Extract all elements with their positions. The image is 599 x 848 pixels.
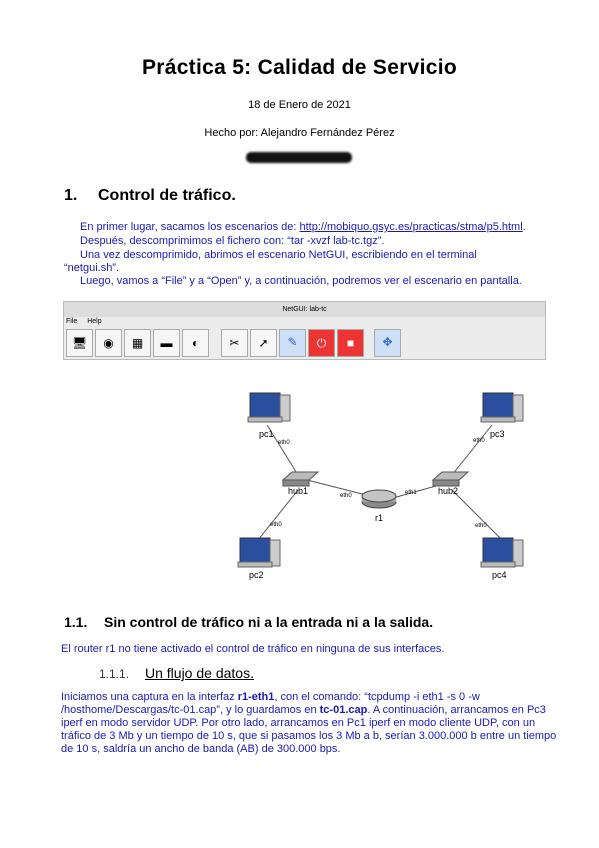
power-button[interactable]: ⏻ bbox=[308, 329, 335, 357]
paragraph-5-line-1: Iniciamos una captura en la interfaz r1-… bbox=[61, 691, 480, 705]
paragraph-2: Después, descomprimimos el fichero con: … bbox=[80, 235, 385, 247]
pc1-node[interactable]: pc1 bbox=[247, 392, 291, 439]
move-icon: ✥ bbox=[382, 335, 393, 350]
document-date: 18 de Enero de 2021 bbox=[248, 99, 351, 111]
line-2-text-end: . A continuación, arrancamos en Pc3 bbox=[367, 704, 546, 716]
r1-eth1-label: eth1 bbox=[405, 490, 417, 496]
menu-bar: File Help bbox=[66, 318, 110, 325]
menu-file[interactable]: File bbox=[66, 318, 78, 325]
terminal-tool-button[interactable]: 🖥 bbox=[66, 329, 93, 357]
pc3-eth0-label: eth0 bbox=[473, 438, 485, 444]
hub1-node[interactable]: hub1 bbox=[281, 471, 320, 496]
practice-link[interactable]: http://mobiquo.gsyc.es/practicas/stma/p5… bbox=[299, 221, 523, 233]
hub2-label: hub2 bbox=[438, 486, 458, 496]
router-r1-node[interactable]: r1 bbox=[361, 489, 397, 523]
pointer-tool-button[interactable]: ➚ bbox=[250, 329, 277, 357]
toolbar: 🖥 ◉ ▦ ▬ ◐ ✂ ➚ ✎ ⏻ ■ ✥ bbox=[66, 329, 401, 357]
line-2-text: /hosthome/Descargas/tc-01.cap”, y lo gua… bbox=[61, 704, 320, 716]
section-11-heading: Sin control de tráfico ni a la entrada n… bbox=[104, 614, 434, 630]
line-1-text: Iniciamos una captura en la interfaz bbox=[61, 691, 238, 703]
paragraph-1-text: En primer lugar, sacamos los escenarios … bbox=[80, 221, 300, 233]
switch-icon: ▦ bbox=[131, 336, 144, 350]
paragraph-4: Luego, vamos a “File” y a “Open” y, a co… bbox=[80, 275, 522, 287]
hub2-node[interactable]: hub2 bbox=[431, 471, 470, 496]
hub1-label: hub1 bbox=[288, 486, 308, 496]
paragraph-5-line-2: /hosthome/Descargas/tc-01.cap”, y lo gua… bbox=[61, 704, 546, 718]
menu-help[interactable]: Help bbox=[87, 318, 102, 325]
switch-tool-button[interactable]: ▦ bbox=[124, 329, 151, 357]
hub-tool-button[interactable]: ▬ bbox=[153, 329, 180, 357]
paragraph-1: En primer lugar, sacamos los escenarios … bbox=[80, 221, 526, 235]
capture-file-name: tc-01.cap bbox=[319, 704, 368, 716]
paragraph-5-line-5: de 10 s, saldría un ancho de banda (AB) … bbox=[61, 743, 341, 755]
edit-icon: ✎ bbox=[287, 335, 298, 350]
pc4-label: pc4 bbox=[492, 570, 507, 580]
router-tool-button[interactable]: ◉ bbox=[95, 329, 122, 357]
router-icon: ◉ bbox=[103, 336, 114, 350]
pc4-eth0-label: eth0 bbox=[475, 523, 487, 529]
cut-tool-button[interactable]: ✂ bbox=[221, 329, 248, 357]
monitor-icon: 🖥 bbox=[71, 336, 88, 350]
interface-name: r1-eth1 bbox=[237, 691, 275, 703]
section-1-heading: Control de tráfico. bbox=[98, 187, 236, 204]
r1-label: r1 bbox=[375, 513, 383, 523]
section-111-number: 1.1.1. bbox=[99, 667, 130, 681]
cable-icon: ◐ bbox=[191, 336, 200, 350]
redaction-bar bbox=[246, 152, 352, 163]
document-title: Práctica 5: Calidad de Servicio bbox=[141, 56, 458, 79]
pc3-node[interactable]: pc3 bbox=[480, 392, 524, 439]
pc3-label: pc3 bbox=[490, 429, 505, 439]
paragraph-5-line-4: tráfico de 3 Mb y un tiempo de 10 s, que… bbox=[61, 730, 557, 742]
r1-eth0-label: eth0 bbox=[340, 493, 352, 499]
edit-tool-button[interactable]: ✎ bbox=[279, 329, 306, 357]
paragraph-5-line-3: iperf en modo servidor UDP. Por otro lad… bbox=[61, 717, 536, 729]
section-1-number: 1. bbox=[64, 187, 78, 204]
section-11-paragraph: El router r1 no tiene activado el contro… bbox=[61, 643, 445, 655]
stop-icon: ■ bbox=[346, 336, 355, 350]
pc1-eth0-label: eth0 bbox=[278, 440, 290, 446]
network-diagram: pc1 pc2 pc3 pc4 hub1 hub2 r1 eth0 eth0 e… bbox=[237, 392, 524, 580]
pc2-label: pc2 bbox=[249, 570, 264, 580]
paragraph-1-end: . bbox=[522, 221, 526, 233]
pc1-label: pc1 bbox=[259, 429, 274, 439]
section-11-number: 1.1. bbox=[64, 614, 88, 630]
stop-button[interactable]: ■ bbox=[337, 329, 364, 357]
network-links bbox=[257, 424, 501, 541]
paragraph-3b: “netgui.sh”. bbox=[64, 262, 120, 274]
netgui-window: NetGUI: lab-tc File Help 🖥 ◉ ▦ ▬ ◐ ✂ ➚ ✎… bbox=[63, 301, 546, 360]
line-1-text-end: , con el comando: “tcpdump -i eth1 -s 0 … bbox=[274, 691, 480, 703]
pointer-icon: ➚ bbox=[258, 336, 269, 350]
window-title: NetGUI: lab-tc bbox=[64, 302, 545, 317]
document-author: Hecho por: Alejandro Fernández Pérez bbox=[204, 127, 395, 139]
pc2-node[interactable]: pc2 bbox=[237, 537, 281, 580]
hub-icon: ▬ bbox=[160, 336, 173, 350]
section-111-heading: Un flujo de datos. bbox=[145, 665, 254, 681]
pc4-node[interactable]: pc4 bbox=[480, 537, 524, 580]
pc2-eth0-label: eth0 bbox=[270, 522, 282, 528]
power-icon: ⏻ bbox=[316, 335, 327, 350]
paragraph-3a: Una vez descomprimido, abrimos el escena… bbox=[80, 249, 477, 261]
cable-tool-button[interactable]: ◐ bbox=[182, 329, 209, 357]
move-tool-button[interactable]: ✥ bbox=[374, 329, 401, 357]
scissors-icon: ✂ bbox=[229, 336, 240, 350]
